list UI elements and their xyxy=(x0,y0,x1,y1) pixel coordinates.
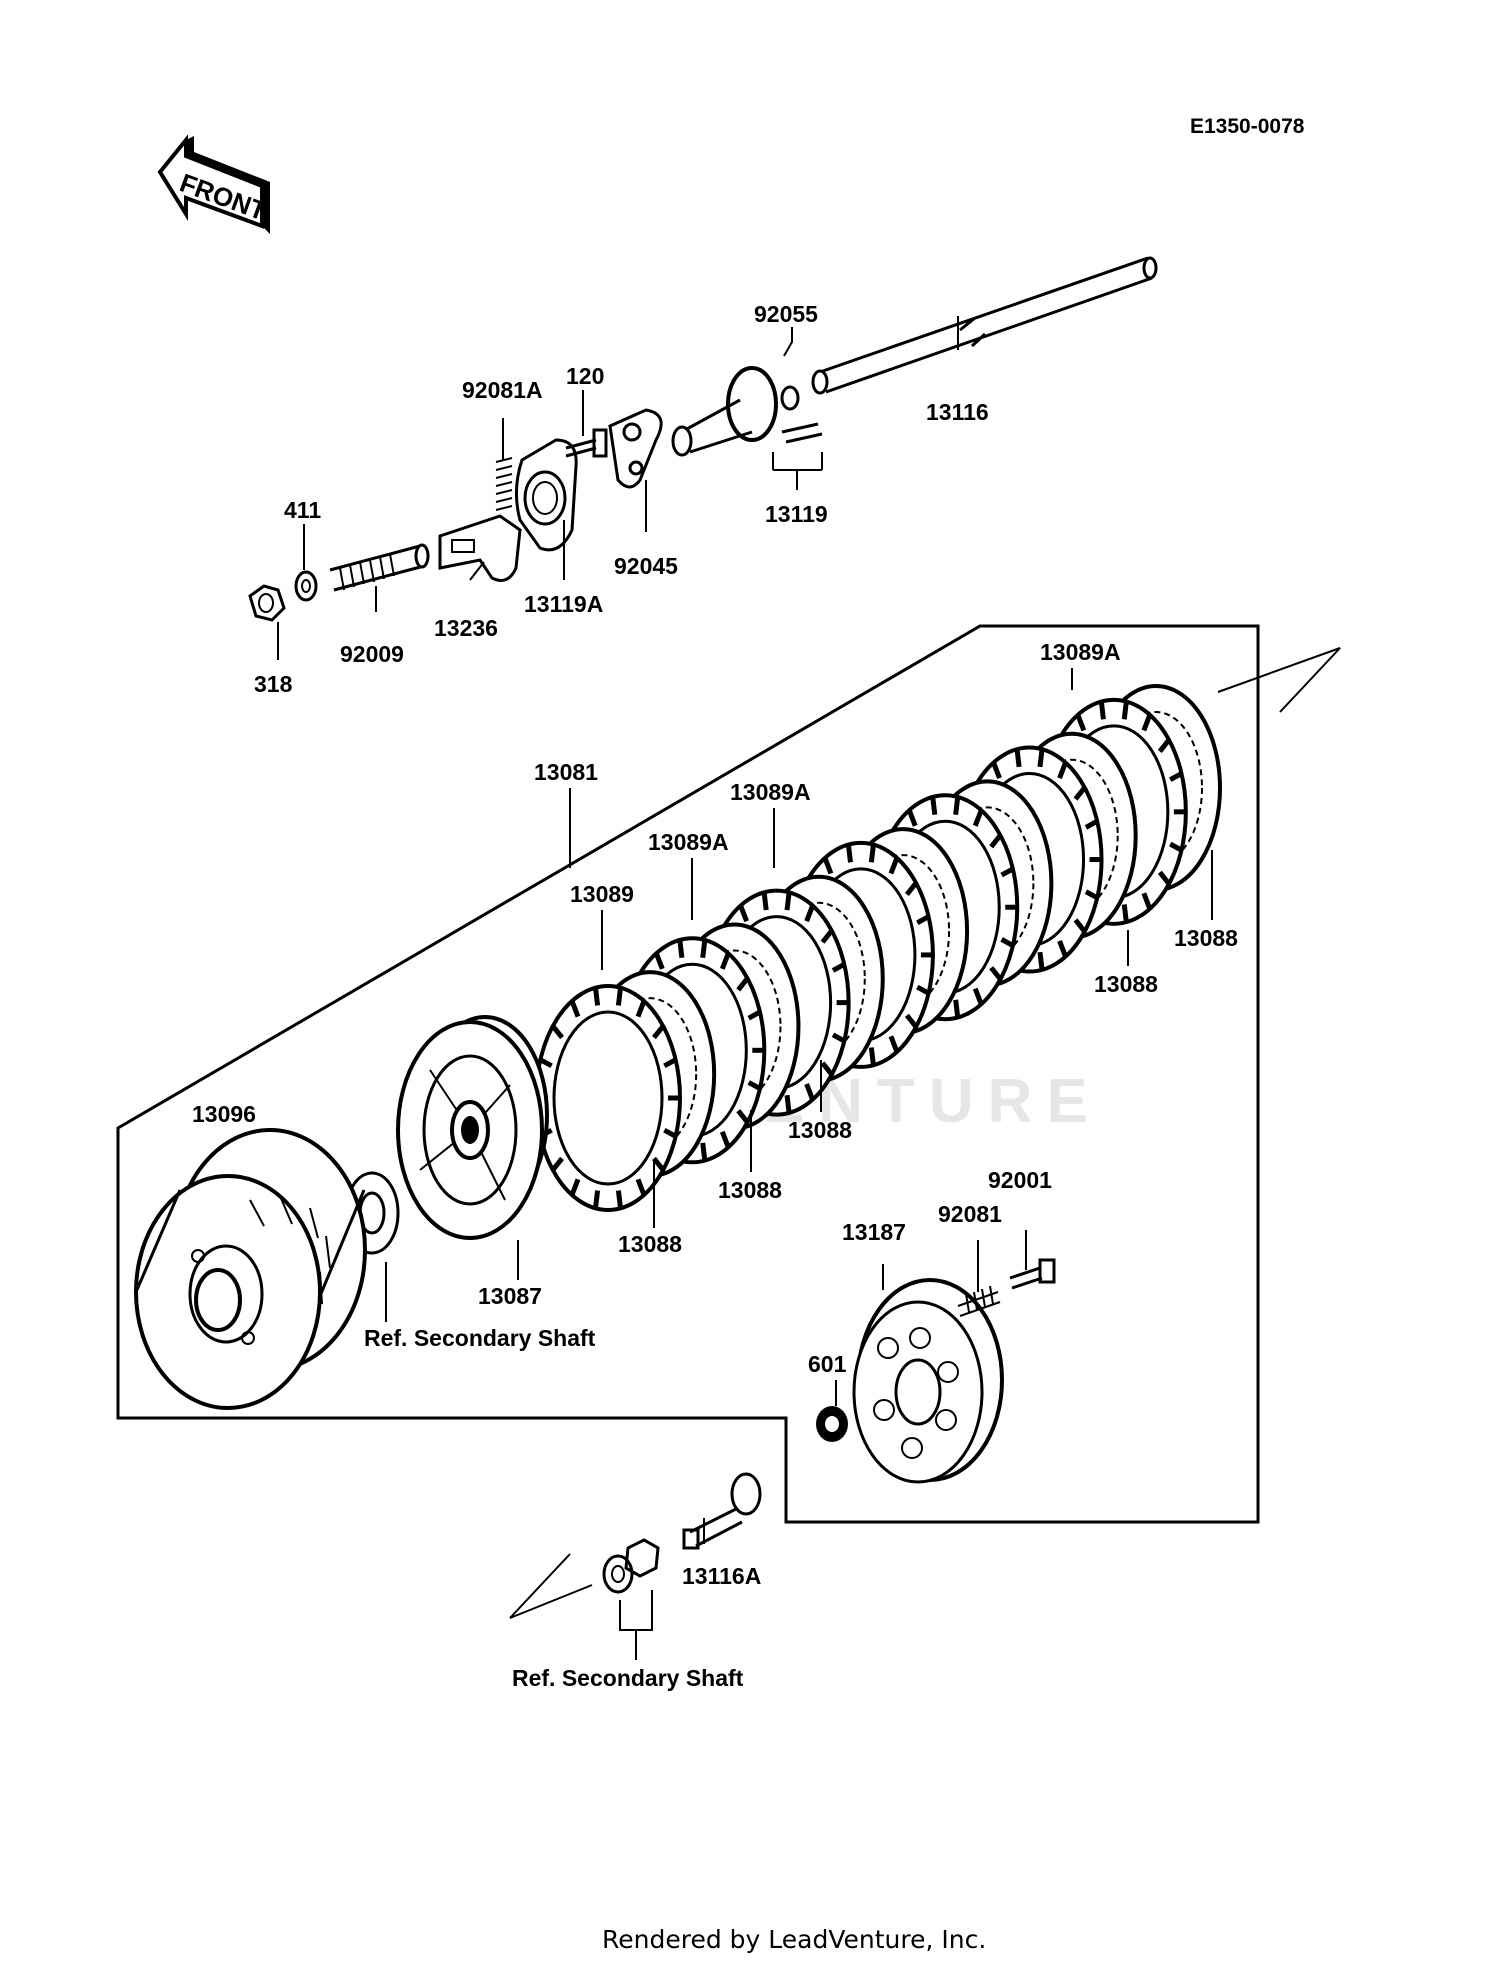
label-120: 120 xyxy=(566,363,604,389)
label-13088-center: 13088 xyxy=(788,1117,852,1143)
clutch-housing-13096 xyxy=(134,1128,367,1410)
plate-92045 xyxy=(608,408,663,489)
label-13119A: 13119A xyxy=(524,591,603,617)
shaft-nut-washer xyxy=(602,1538,660,1594)
assembly-outline-13081 xyxy=(116,624,1260,1524)
adjust-screw-92009 xyxy=(329,543,430,592)
label-13089A-top: 13089A xyxy=(1040,639,1121,665)
label-13087: 13087 xyxy=(478,1283,542,1309)
label-92081: 92081 xyxy=(938,1201,1002,1227)
label-13088-center-left: 13088 xyxy=(718,1177,782,1203)
bolt-120 xyxy=(565,428,608,458)
release-shaft-13119 xyxy=(671,366,823,457)
friction-plate xyxy=(534,984,682,1212)
label-92001: 92001 xyxy=(988,1167,1052,1193)
bolt-92001 xyxy=(1009,1258,1056,1290)
label-13236: 13236 xyxy=(434,615,498,641)
label-601: 601 xyxy=(808,1351,847,1377)
front-arrow-icon: FRONT xyxy=(157,134,270,234)
label-13081: 13081 xyxy=(534,759,598,785)
label-13116: 13116 xyxy=(926,399,989,425)
label-ref-secondary-shaft-1: Ref. Secondary Shaft xyxy=(364,1325,596,1351)
diagram-code: E1350-0078 xyxy=(1190,115,1305,138)
spring-92081 xyxy=(957,1285,1001,1317)
label-92009: 92009 xyxy=(340,641,404,667)
label-92045: 92045 xyxy=(614,553,678,579)
label-13119: 13119 xyxy=(765,501,828,527)
label-13088-left: 13088 xyxy=(618,1231,682,1257)
clutch-hub-13087 xyxy=(396,1015,549,1240)
label-92055: 92055 xyxy=(754,301,818,327)
push-rod-13116 xyxy=(811,256,1158,395)
label-ref-secondary-shaft-2: Ref. Secondary Shaft xyxy=(512,1665,744,1691)
label-13089: 13089 xyxy=(570,881,634,907)
lever-13119A xyxy=(515,438,578,552)
label-411: 411 xyxy=(284,497,321,523)
footer-credit: Rendered by LeadVenture, Inc. xyxy=(602,1925,986,1954)
label-13089A-mid: 13089A xyxy=(730,779,811,805)
label-318: 318 xyxy=(254,671,293,697)
label-13187: 13187 xyxy=(842,1219,906,1245)
nut-318 xyxy=(248,584,286,622)
spring-92081A xyxy=(495,457,513,511)
label-13116A: 13116A xyxy=(682,1563,761,1589)
part-labels: 13116 92055 120 92081A 13119 92045 13119… xyxy=(192,301,1238,1691)
label-13096: 13096 xyxy=(192,1101,256,1127)
leader-lines xyxy=(277,316,1213,1660)
label-13088-center-right: 13088 xyxy=(1094,971,1158,997)
clutch-plate-stack xyxy=(534,684,1222,1212)
label-13088-right: 13088 xyxy=(1174,925,1238,951)
bearing-601 xyxy=(816,1406,848,1442)
label-92081A: 92081A xyxy=(462,377,543,403)
arm-13236 xyxy=(438,514,522,582)
label-13089A-low: 13089A xyxy=(648,829,729,855)
pressure-plate-13187 xyxy=(852,1278,1004,1484)
washer-411 xyxy=(294,570,318,602)
push-rod-13116A xyxy=(682,1472,762,1550)
